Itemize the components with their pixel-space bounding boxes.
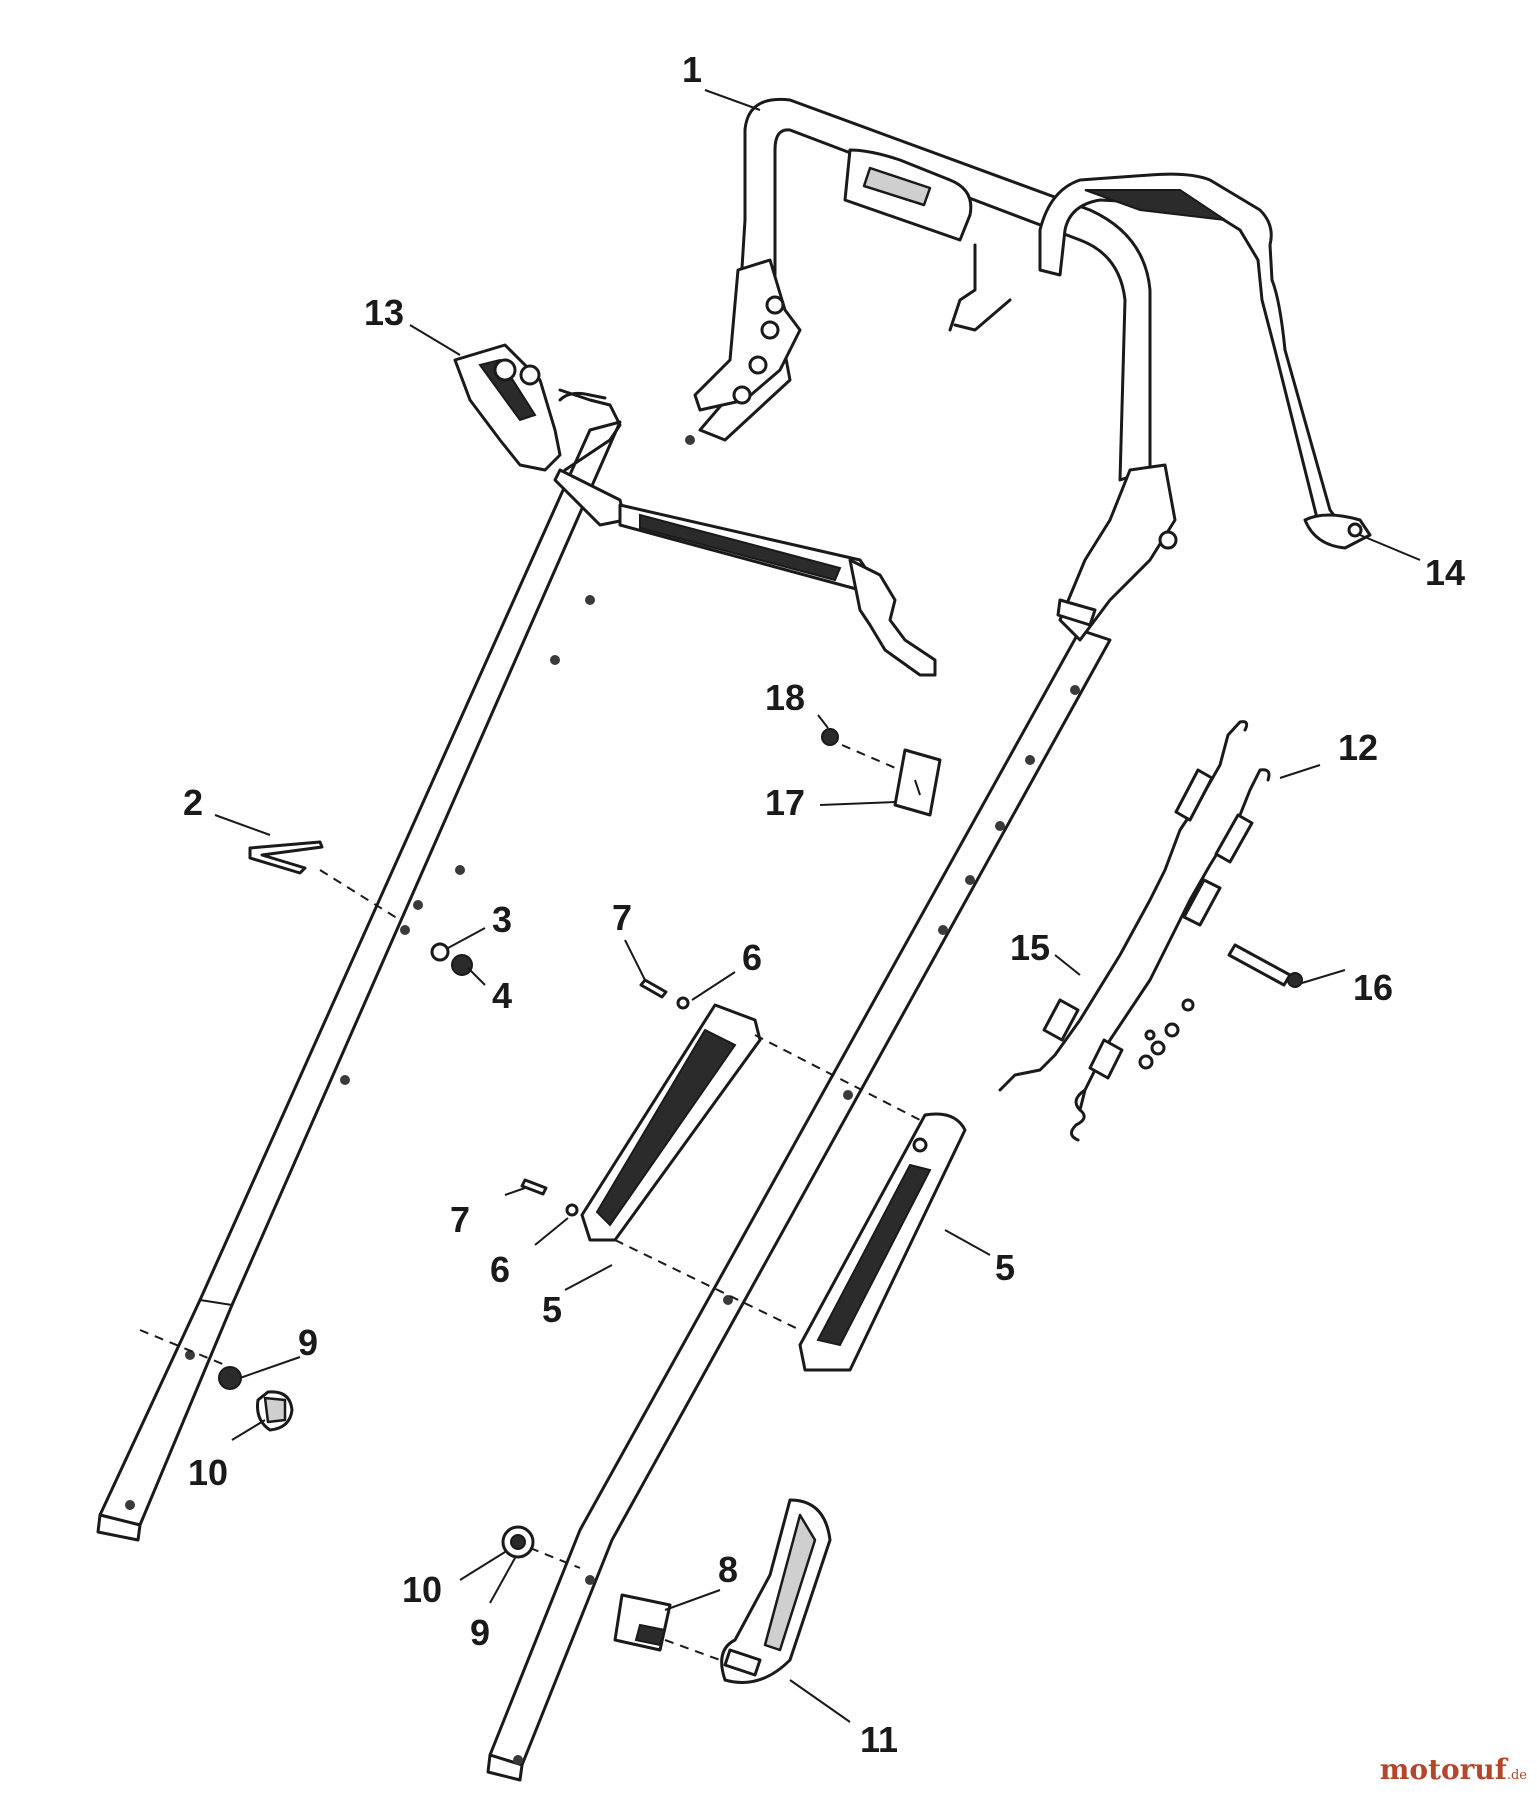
knob-9-10-right <box>501 1525 581 1569</box>
callout-17: 17 <box>765 782 805 823</box>
callout-11: 11 <box>860 1719 898 1760</box>
callout-2: 2 <box>183 782 203 823</box>
callout-1: 1 <box>682 49 702 90</box>
callout-10b: 10 <box>402 1569 442 1610</box>
lower-handle-left-tube <box>96 420 695 1542</box>
clip-2 <box>248 840 324 875</box>
screw-washer-6-7 <box>520 978 690 1217</box>
callout-7b: 7 <box>450 1199 470 1240</box>
cables <box>998 720 1271 1142</box>
callout-4: 4 <box>492 975 512 1016</box>
watermark-name: motoruf <box>1379 1753 1507 1786</box>
label-17-nut-18 <box>821 728 942 817</box>
watermark-logo: motoruf.de <box>1380 1753 1527 1786</box>
washer-nut-3-4 <box>430 942 473 976</box>
callout-16: 16 <box>1353 967 1393 1008</box>
callout-10a: 10 <box>188 1452 228 1493</box>
upper-handle-bar <box>693 97 1178 642</box>
bolt-16 <box>1138 943 1303 1070</box>
callout-15: 15 <box>1010 927 1050 968</box>
cable-guide-5-left <box>580 1003 921 1331</box>
watermark-suffix: .de <box>1506 1768 1527 1783</box>
cable-guide-5-right <box>798 1112 967 1372</box>
drive-bail-lever <box>948 172 1372 550</box>
callout-3: 3 <box>492 899 512 940</box>
callout-9a: 9 <box>298 1322 318 1363</box>
callout-9b: 9 <box>470 1612 490 1653</box>
callout-5b: 5 <box>995 1247 1015 1288</box>
callout-13: 13 <box>364 292 404 333</box>
callout-5a: 5 <box>542 1289 562 1330</box>
callout-6a: 6 <box>742 937 762 978</box>
callout-7a: 7 <box>612 897 632 938</box>
lower-handle-right-tube <box>486 628 1112 1782</box>
throttle-lever-assembly <box>453 343 937 677</box>
callout-12: 12 <box>1338 727 1378 768</box>
callout-6b: 6 <box>490 1249 510 1290</box>
callout-14: 14 <box>1425 552 1465 593</box>
clip-8-lever-11 <box>613 1498 832 1684</box>
callout-18: 18 <box>765 677 805 718</box>
callout-8: 8 <box>718 1549 738 1590</box>
leader-lines <box>214 89 1421 1723</box>
callout-labels: 1 13 14 18 17 12 2 3 4 7 6 15 16 7 6 5 5… <box>183 49 1465 1760</box>
